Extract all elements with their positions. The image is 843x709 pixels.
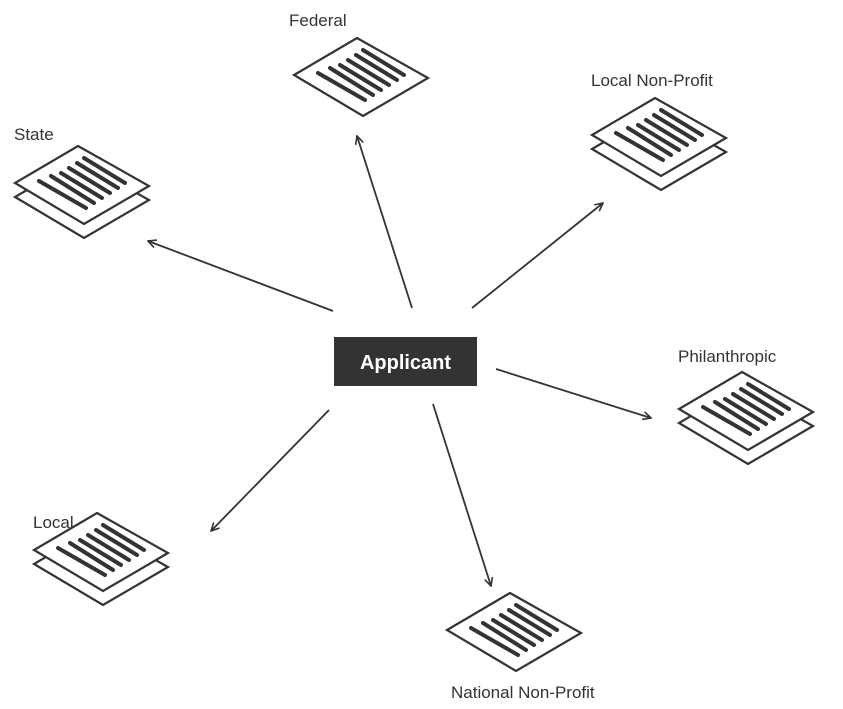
node-local: Local: [31, 511, 171, 607]
federal-document-icon: [291, 36, 431, 118]
state-document-icon: [12, 144, 152, 240]
arrow-to-philanthropic: [495, 368, 651, 418]
applicant-label: Applicant: [360, 352, 451, 374]
local-document-icon: [31, 511, 171, 607]
federal-label: Federal: [289, 11, 347, 30]
arrow-to-federal: [357, 136, 413, 309]
state-label: State: [14, 125, 54, 144]
applicant-node: Applicant: [334, 337, 477, 386]
applicant-box: [334, 337, 477, 386]
local-non-profit-document-icon: [589, 96, 729, 192]
node-federal: Federal: [289, 11, 431, 118]
local-label: Local: [33, 513, 74, 532]
arrow-to-state: [148, 241, 334, 312]
philanthropic-label: Philanthropic: [678, 347, 777, 366]
arrow-to-local-non-profit: [471, 203, 603, 309]
arrow-to-national-non-profit: [432, 403, 491, 586]
philanthropic-document-icon: [676, 370, 816, 466]
arrow-to-local: [211, 409, 330, 531]
national-non-profit-document-icon: [444, 591, 584, 673]
node-national-non-profit: National Non-Profit: [444, 591, 595, 702]
node-philanthropic: Philanthropic: [676, 347, 816, 466]
connector-arrows: [148, 136, 651, 586]
national-non-profit-label: National Non-Profit: [451, 683, 595, 702]
node-local-non-profit: Local Non-Profit: [589, 71, 729, 192]
node-state: State: [12, 125, 152, 240]
local-non-profit-label: Local Non-Profit: [591, 71, 713, 90]
